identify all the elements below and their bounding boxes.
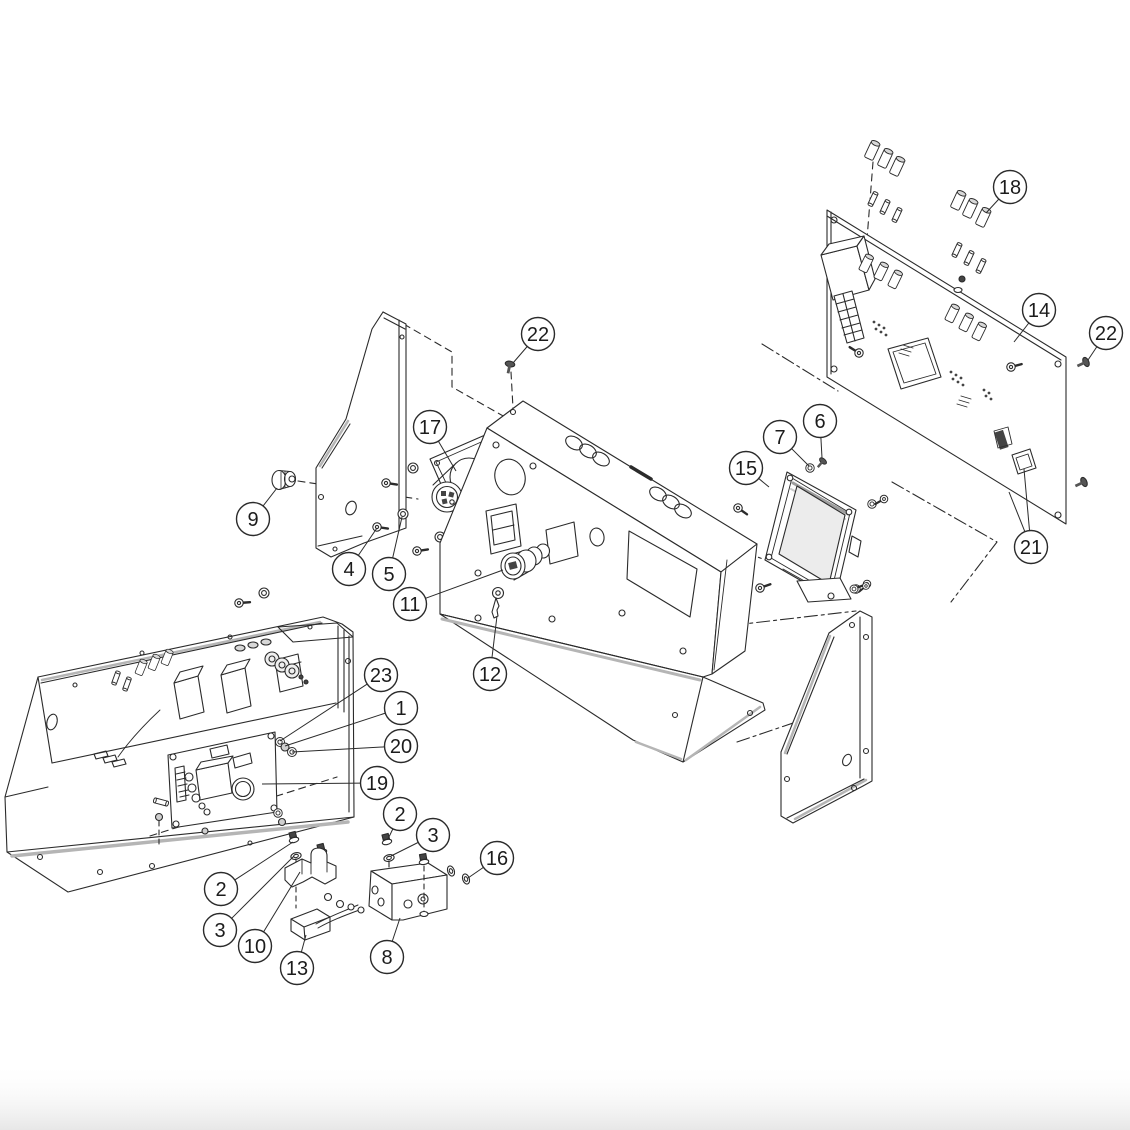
- callout-3-solenoid: 3: [390, 817, 451, 857]
- chassis-top-components: [110, 638, 309, 720]
- callout-16: 16: [467, 840, 515, 879]
- solenoid-assembly: [284, 830, 472, 941]
- rocker-switch: [485, 503, 522, 555]
- callout-9: 9: [235, 487, 278, 537]
- control-pcb: [152, 731, 297, 847]
- right-side-bracket: [780, 577, 873, 824]
- callout-number-19: 19: [366, 773, 388, 795]
- mounting-bracket: [284, 847, 337, 888]
- control-panel-console: [439, 359, 766, 763]
- callout-17: 17: [412, 409, 457, 472]
- knob: [271, 469, 297, 491]
- solenoid: [368, 852, 472, 921]
- callout-number-2-chassis: 2: [215, 879, 226, 901]
- wire-harness: [315, 892, 365, 929]
- callout-number-4: 4: [343, 559, 354, 581]
- callout-11: 11: [392, 569, 504, 622]
- test-points: [872, 320, 993, 401]
- bottom-fade: [0, 1062, 1130, 1130]
- callout-19: 19: [261, 765, 395, 801]
- callout-22-panel: 22: [512, 316, 556, 364]
- left-side-bracket: [315, 311, 407, 558]
- callout-number-12: 12: [479, 664, 501, 686]
- loose-capacitors: [863, 138, 993, 294]
- washer-5: [397, 508, 409, 520]
- top-face-holes: [509, 408, 692, 519]
- callout-number-8: 8: [381, 947, 392, 969]
- key: [491, 586, 505, 619]
- callout-number-5: 5: [383, 564, 394, 586]
- callout-number-6: 6: [814, 411, 825, 433]
- callout-number-3-chassis: 3: [214, 920, 225, 942]
- callout-15: 15: [728, 450, 770, 488]
- callout-6: 6: [802, 403, 838, 459]
- callout-12: 12: [472, 615, 508, 692]
- callout-number-15: 15: [735, 458, 757, 480]
- key-switch: [491, 521, 579, 619]
- dsub-connector: [1011, 448, 1037, 475]
- callout-number-3-solenoid: 3: [427, 825, 438, 847]
- callout-number-1: 1: [395, 698, 406, 720]
- washer-7: [805, 463, 815, 473]
- callout-number-9: 9: [247, 509, 258, 531]
- capacitor-board: [820, 138, 1092, 525]
- callout-23: 23: [279, 657, 399, 742]
- callout-8: 8: [369, 917, 405, 975]
- callout-1: 1: [284, 690, 419, 747]
- callout-18: 18: [985, 169, 1028, 214]
- callout-number-10: 10: [244, 936, 266, 958]
- callout-number-22-panel: 22: [527, 324, 549, 346]
- callout-number-20: 20: [390, 736, 412, 758]
- callout-number-23: 23: [370, 665, 392, 687]
- callout-3-chassis: 3: [202, 855, 295, 948]
- callout-22-board: 22: [1087, 315, 1124, 361]
- callout-21: 21: [1008, 468, 1049, 565]
- callout-10: 10: [237, 871, 301, 964]
- callout-number-21: 21: [1020, 537, 1042, 559]
- callout-4: 4: [331, 527, 378, 587]
- callout-number-16: 16: [486, 848, 508, 870]
- callout-number-14: 14: [1028, 300, 1050, 322]
- display-panel: [730, 456, 891, 601]
- callout-2-chassis: 2: [203, 841, 294, 907]
- front-face-holes: [474, 441, 754, 719]
- callout-7: 7: [762, 419, 810, 467]
- callout-14: 14: [1013, 292, 1057, 343]
- callout-number-17: 17: [419, 417, 441, 439]
- callout-20: 20: [291, 728, 419, 764]
- callout-2-solenoid: 2: [382, 796, 418, 840]
- callout-13: 13: [279, 934, 315, 986]
- callout-number-11: 11: [400, 594, 421, 616]
- callout-number-2-solenoid: 2: [394, 804, 405, 826]
- callout-5: 5: [371, 516, 407, 592]
- callout-number-7: 7: [774, 427, 785, 449]
- callout-number-18: 18: [999, 177, 1021, 199]
- callout-number-13: 13: [286, 958, 308, 980]
- callout-number-22-board: 22: [1095, 323, 1117, 345]
